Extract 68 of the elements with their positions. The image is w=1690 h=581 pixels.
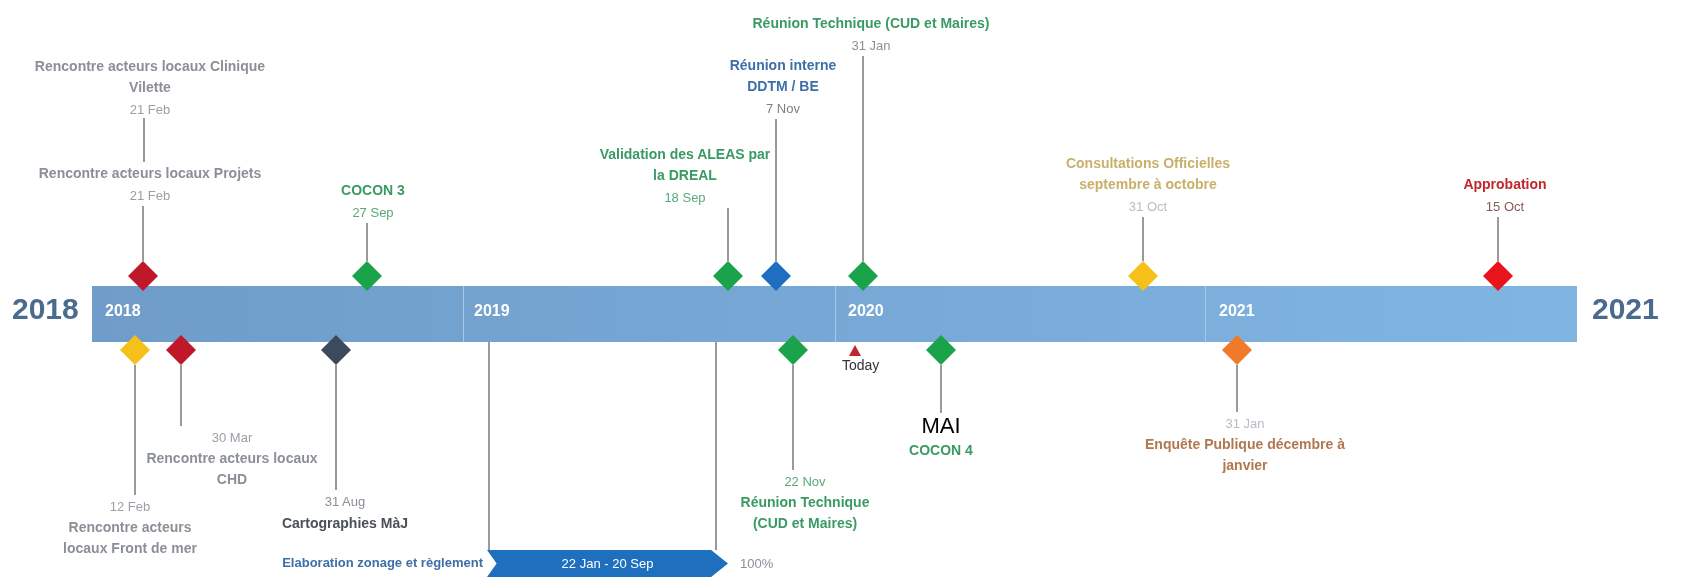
milestone-date: 7 Nov: [766, 100, 800, 118]
milestone-title: Réunion Technique (CUD et Maires): [752, 14, 990, 33]
leader-line: [792, 364, 794, 471]
milestone-diamond: [1128, 261, 1158, 291]
milestone-date: 30 Mar: [211, 429, 253, 447]
milestone-title: Rencontre acteurs locaux Projets: [38, 164, 262, 183]
milestone-title: Réunion interne DDTM / BE: [728, 56, 838, 96]
milestone-date: 12 Feb: [109, 498, 151, 516]
milestone-diamond: [778, 335, 808, 365]
milestone-title: COCON 3: [341, 181, 405, 200]
leader-line: [180, 364, 182, 427]
milestone-title: Consultations Officielles septembre à octobre: [1064, 154, 1232, 194]
timeline-band: [92, 286, 1577, 342]
task-label: Elaboration zonage et règlement: [282, 555, 483, 570]
milestone-date: 18 Sep: [664, 189, 706, 207]
milestone-date: 21 Feb: [129, 101, 171, 119]
milestone-date: 31 Jan: [1225, 415, 1265, 433]
milestone-date: 15 Oct: [1485, 198, 1525, 216]
milestone-diamond: [166, 335, 196, 365]
milestone-title: Validation des ALEAS par la DREAL: [598, 145, 772, 185]
milestone-diamond: [352, 261, 382, 291]
milestone-diamond: [321, 335, 351, 365]
task-bar: 22 Jan - 20 Sep: [487, 550, 728, 577]
leader-line: [1142, 216, 1144, 262]
leader-line: [366, 222, 368, 262]
milestone-date: 31 Aug: [324, 493, 366, 511]
leader-line: [727, 207, 729, 262]
leader-line: [715, 341, 717, 551]
milestone-diamond: [713, 261, 743, 291]
milestone-diamond: [1483, 261, 1513, 291]
leader-line: [134, 364, 136, 496]
year-label: 2021: [1592, 292, 1659, 326]
milestone-title: Enquête Publique décembre à janvier: [1145, 435, 1345, 475]
milestone-date: 21 Feb: [129, 187, 171, 205]
leader-line: [488, 341, 490, 551]
milestone-date: 31 Oct: [1128, 198, 1168, 216]
leader-line: [1236, 364, 1238, 413]
leader-line: [775, 118, 777, 262]
progress-label: 100%: [740, 556, 774, 571]
milestone-diamond: [926, 335, 956, 365]
milestone-date: MAI: [921, 413, 961, 439]
milestone-title: Cartographies MàJ: [281, 514, 408, 533]
milestone-title: Rencontre acteurs locaux Clinique Vilette: [33, 57, 267, 97]
milestone-title: Rencontre acteurs locaux Front de mer: [62, 518, 198, 558]
year-label: 2018: [105, 302, 141, 320]
leader-line: [862, 55, 864, 262]
leader-line: [940, 364, 942, 414]
milestone-diamond: [1222, 335, 1252, 365]
milestone-diamond: [848, 261, 878, 291]
leader-line: [335, 364, 337, 491]
year-label: 2021: [1219, 302, 1255, 320]
milestone-title: COCON 4: [909, 441, 973, 460]
milestone-date: 31 Jan: [851, 37, 891, 55]
milestone-diamond: [761, 261, 791, 291]
year-label: 2018: [12, 292, 79, 326]
year-label: 2019: [474, 302, 510, 320]
milestone-diamond: [128, 261, 158, 291]
milestone-title: Approbation: [1463, 175, 1547, 194]
leader-line: [142, 205, 144, 262]
leader-line: [143, 117, 145, 163]
leader-line: [1497, 216, 1499, 262]
today-label: Today: [842, 357, 880, 373]
milestone-title: Rencontre acteurs locaux CHD: [145, 449, 319, 489]
milestone-diamond: [120, 335, 150, 365]
year-label: 2020: [848, 302, 884, 320]
milestone-title: Réunion Technique (CUD et Maires): [739, 493, 871, 533]
milestone-date: 22 Nov: [784, 473, 826, 491]
milestone-date: 27 Sep: [352, 204, 394, 222]
